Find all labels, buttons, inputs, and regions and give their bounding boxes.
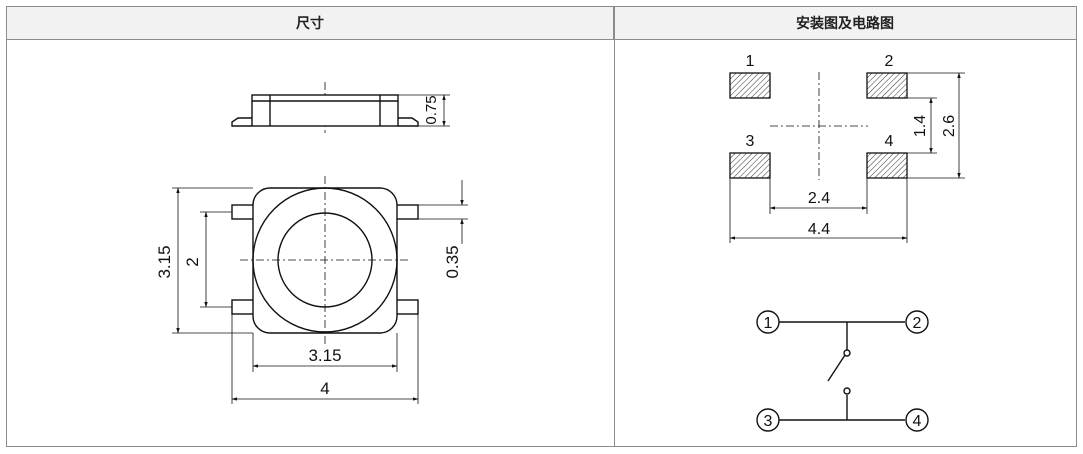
side-pin-left bbox=[231, 117, 252, 127]
pin-bottom-left bbox=[231, 299, 255, 315]
label-terminal-4: 4 bbox=[913, 413, 922, 430]
side-view bbox=[231, 82, 450, 133]
label-side-height: 0.75 bbox=[423, 95, 440, 124]
top-view bbox=[172, 176, 468, 404]
circuit-diagram bbox=[756, 310, 929, 432]
terminal-3 bbox=[756, 408, 780, 432]
pin-bottom-right bbox=[395, 299, 419, 315]
label-body-height: 3.15 bbox=[155, 245, 174, 278]
side-body bbox=[251, 94, 399, 127]
column-divider bbox=[614, 7, 615, 446]
label-overall-width: 4 bbox=[320, 379, 329, 398]
label-terminal-2: 2 bbox=[913, 315, 922, 332]
switch-lever bbox=[827, 354, 846, 382]
label-fp-pitch: 1.4 bbox=[912, 115, 929, 137]
label-pad-2: 2 bbox=[885, 53, 894, 70]
pin-top-left bbox=[231, 204, 255, 220]
label-terminal-3: 3 bbox=[764, 413, 773, 430]
header-mounting-circuit: 安装图及电路图 bbox=[614, 7, 1076, 40]
label-fp-overall-width: 4.4 bbox=[808, 221, 830, 238]
label-fp-inner-width: 2.4 bbox=[808, 190, 830, 207]
pcb-footprint bbox=[729, 72, 965, 243]
label-pad-4: 4 bbox=[885, 133, 894, 150]
label-pad-1: 1 bbox=[746, 53, 755, 70]
terminal-1 bbox=[756, 310, 780, 334]
contact-bottom bbox=[843, 387, 851, 395]
pin-top-right bbox=[395, 204, 419, 220]
label-pad-3: 3 bbox=[746, 133, 755, 150]
contact-top bbox=[843, 349, 851, 357]
label-pin-width: 0.35 bbox=[443, 245, 462, 278]
label-fp-overall-height: 2.6 bbox=[941, 115, 958, 137]
label-body-width: 3.15 bbox=[308, 346, 341, 365]
pad-2 bbox=[866, 72, 908, 99]
spec-table: 尺寸 安装图及电路图 bbox=[6, 6, 1077, 447]
label-pin-pitch: 2 bbox=[183, 257, 202, 266]
header-dimensions: 尺寸 bbox=[7, 7, 614, 40]
terminal-2 bbox=[905, 310, 929, 334]
label-terminal-1: 1 bbox=[764, 315, 773, 332]
side-pin-right bbox=[398, 117, 419, 127]
pad-1 bbox=[729, 72, 771, 99]
terminal-4 bbox=[905, 408, 929, 432]
pad-3 bbox=[729, 152, 771, 179]
pad-4 bbox=[866, 152, 908, 179]
